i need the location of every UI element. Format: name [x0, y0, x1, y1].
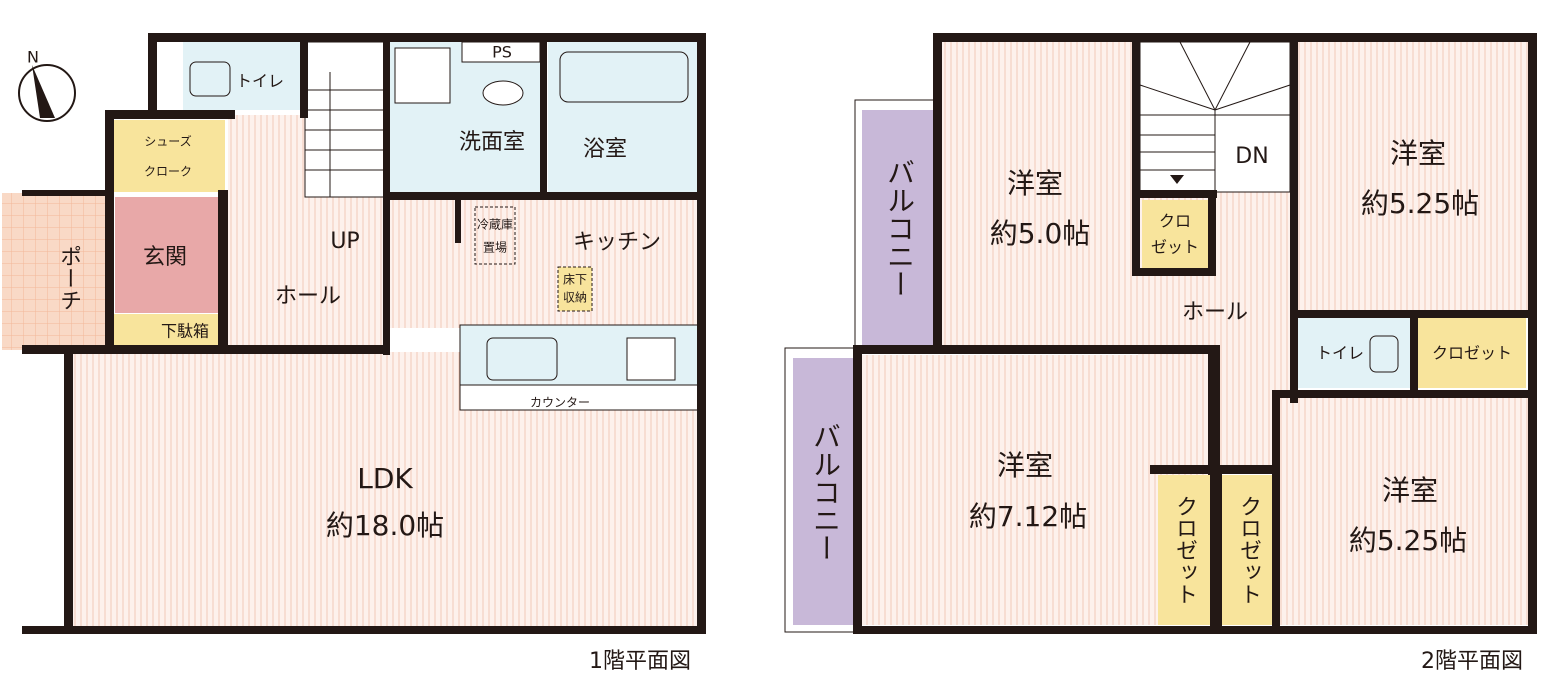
- bath-label: 浴室: [583, 137, 627, 162]
- shoe-cloak-label-2: クローク: [144, 165, 192, 179]
- balcony-lower-label: バルコニー: [809, 422, 842, 562]
- underfloor-storage: [557, 266, 593, 312]
- washbasin-icon: [482, 80, 524, 106]
- entrance-label: 玄関: [143, 245, 187, 270]
- compass-needle-icon: [32, 65, 55, 118]
- closet-toilet-side-label: クロゼット: [1432, 344, 1512, 363]
- ldk-name: LDK: [357, 462, 413, 495]
- toilet-2f-icon: [1369, 335, 1399, 373]
- room-se: [1280, 398, 1530, 625]
- stairs-down-label: DN: [1235, 144, 1268, 169]
- bathtub-icon: [559, 51, 689, 103]
- room-sw: [862, 355, 1212, 625]
- compass-label: N: [27, 48, 39, 67]
- room-ne-name: 洋室: [1390, 137, 1446, 170]
- shoe-box-label: 下駄箱: [161, 322, 209, 341]
- room-nw-name: 洋室: [1007, 167, 1063, 200]
- compass-circle: [18, 64, 76, 122]
- counter-label: カウンター: [530, 396, 590, 410]
- floor1-caption: 1階平面図: [589, 649, 691, 674]
- room-ne-size: 約5.25帖: [1361, 187, 1479, 220]
- stairs-up-label: UP: [330, 229, 359, 254]
- closet-a: [1158, 475, 1210, 625]
- ps-label: PS: [492, 43, 512, 62]
- room-sw-size: 約7.12帖: [969, 500, 1087, 533]
- shoe-cloak: [113, 120, 225, 192]
- compass: N: [18, 48, 76, 122]
- room-se-size: 約5.25帖: [1349, 524, 1467, 557]
- small-closet-label-1: クロ: [1159, 212, 1191, 231]
- room-nw-size: 約5.0帖: [990, 217, 1091, 250]
- fridge-space: [474, 206, 516, 265]
- stair-steps-2f: [1139, 41, 1291, 192]
- closet-a-label: クロゼット: [1172, 495, 1197, 605]
- porch-label: ポーチ: [56, 245, 81, 311]
- kitchen-label: キッチン: [573, 230, 661, 255]
- balcony-upper-label: バルコニー: [883, 158, 916, 298]
- floor2-walls: [853, 33, 1537, 634]
- stove-icon: [626, 337, 676, 381]
- balcony-lower: [793, 358, 855, 625]
- floor2-caption: 2階平面図: [1421, 649, 1523, 674]
- washroom-label: 洗面室: [459, 130, 525, 155]
- underfloor-label-2: 収納: [563, 291, 587, 305]
- shoe-cloak-label-1: シューズ: [144, 134, 191, 149]
- ldk-size: 約18.0帖: [326, 509, 444, 542]
- toilet-icon: [189, 61, 231, 97]
- room-se-name: 洋室: [1382, 474, 1438, 507]
- room-ne: [1298, 42, 1530, 312]
- entrance: [115, 197, 218, 313]
- sink-icon: [486, 337, 558, 381]
- kitchen-area: [388, 198, 700, 328]
- fridge-label-2: 置場: [483, 241, 507, 255]
- stair-steps: [305, 72, 385, 197]
- underfloor-label-1: 床下: [563, 273, 587, 287]
- hall-label: ホール: [275, 284, 341, 309]
- stairs: [304, 41, 386, 198]
- room-sw-name: 洋室: [997, 449, 1053, 482]
- toilet-2f-label: トイレ: [1316, 344, 1364, 363]
- closet-b: [1222, 475, 1275, 625]
- fridge-label-1: 冷蔵庫: [477, 218, 513, 232]
- closet-toilet-side: [1418, 318, 1526, 388]
- down-arrow-icon: [1170, 175, 1184, 184]
- hall-2f-label: ホール: [1182, 300, 1248, 325]
- washing-machine-icon: [394, 47, 451, 104]
- shoe-box: [113, 314, 228, 348]
- closet-b-label: クロゼット: [1236, 495, 1261, 605]
- toilet-label: トイレ: [236, 72, 284, 91]
- floor1-plan: トイレ 洗面室 PS 浴室 シューズ クローク 玄関 ポーチ 下駄箱 ホール U…: [2, 33, 706, 674]
- balcony-upper: [862, 110, 935, 347]
- floor2-plan: バルコニー バルコニー 洋室 約5.0帖 洋室 約5.25帖 DN クロ ゼット…: [784, 33, 1537, 674]
- small-closet-label-2: ゼット: [1151, 238, 1199, 257]
- porch-area: [2, 193, 108, 350]
- small-closet: [1142, 200, 1208, 270]
- floor1-walls: [22, 33, 706, 634]
- room-nw: [940, 42, 1138, 347]
- counter-top: [459, 384, 699, 411]
